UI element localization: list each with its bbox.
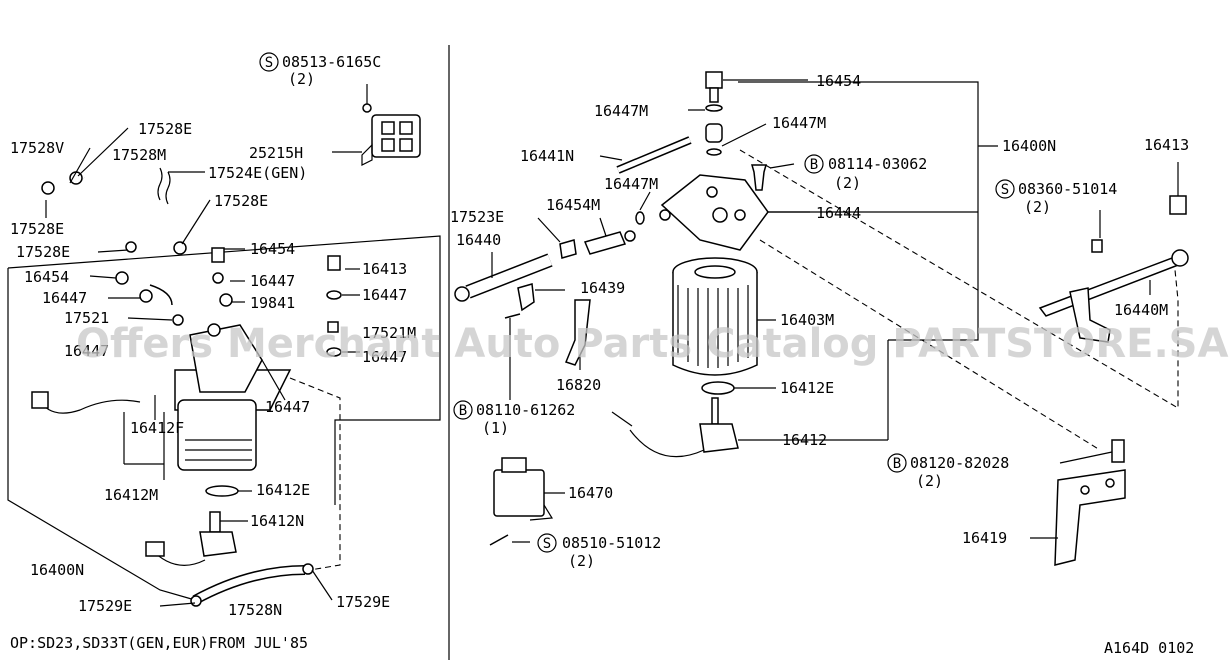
leader-lines-left: [45, 127, 362, 607]
label-08510-51012: 08510-51012: [562, 534, 661, 552]
badge-b-08114: B: [804, 154, 824, 174]
label-16413-left: 16413: [362, 260, 407, 278]
svg-text:B: B: [810, 157, 818, 173]
label-16447-left-1: 16447: [250, 272, 295, 290]
label-16440: 16440: [456, 231, 501, 249]
label-16400n-right: 16400N: [1002, 137, 1056, 155]
label-16412e-right: 16412E: [780, 379, 834, 397]
label-16412f: 16412F: [130, 419, 184, 437]
connector-bottom: [145, 541, 165, 557]
svg-text:S: S: [265, 55, 273, 71]
svg-text:S: S: [543, 536, 551, 552]
label-16447m-1: 16447M: [594, 102, 648, 120]
bracket-16820: [565, 299, 591, 366]
label-16412m: 16412M: [104, 486, 158, 504]
label-17528e-4: 17528E: [16, 243, 70, 261]
label-16403m: 16403M: [780, 311, 834, 329]
fuel-filter-left: [174, 247, 292, 557]
label-17528m: 17528M: [112, 146, 166, 164]
dashed-guides-right: [739, 149, 1179, 451]
bracket-16419: [1054, 439, 1126, 566]
fitting-16454m: [559, 211, 645, 259]
label-17529e-1: 17529E: [78, 597, 132, 615]
oring-16412e-right: [701, 381, 735, 395]
label-19841: 19841: [250, 294, 295, 312]
label-16470: 16470: [568, 484, 613, 502]
label-17521m: 17521M: [362, 324, 416, 342]
bolt-16454: [705, 71, 723, 156]
fittings-left: [115, 255, 342, 571]
label-08513-qty: (2): [288, 70, 315, 88]
bolt-08114: [751, 164, 767, 191]
hose-17528m: [41, 167, 187, 255]
label-16419: 16419: [962, 529, 1007, 547]
badge-s-08360: S: [995, 179, 1015, 199]
label-08360-51014: 08360-51014: [1018, 180, 1117, 198]
label-25215h: 25215H: [249, 144, 303, 162]
label-16447-left-3: 16447: [362, 286, 407, 304]
label-08510-qty: (2): [568, 552, 595, 570]
label-16439: 16439: [580, 279, 625, 297]
label-08114-03062: 08114-03062: [828, 155, 927, 173]
label-17528n: 17528N: [228, 601, 282, 619]
badge-b-08120: B: [887, 453, 907, 473]
leader-lines-right: [491, 79, 1179, 543]
filter-head-16444: [659, 174, 769, 251]
sensor-16412: [629, 397, 739, 458]
diagram-code: A164D 0102: [1104, 639, 1194, 657]
clamp-16439: [517, 283, 535, 312]
svg-text:B: B: [459, 403, 467, 419]
label-16444: 16444: [816, 204, 861, 222]
badge-s-08513: S: [259, 52, 279, 72]
label-17529e-2: 17529E: [336, 593, 390, 611]
label-08110-61262: 08110-61262: [476, 401, 575, 419]
label-16454-right: 16454: [816, 72, 861, 90]
label-08120-qty: (2): [916, 472, 943, 490]
relay-16470: [489, 457, 554, 546]
label-17523e: 17523E: [450, 208, 504, 226]
label-08110-qty: (1): [482, 419, 509, 437]
label-16447m-3: 16447M: [604, 175, 658, 193]
label-16412e-left: 16412E: [256, 481, 310, 499]
badge-s-08510: S: [537, 533, 557, 553]
label-17528v: 17528V: [10, 139, 64, 157]
svg-text:B: B: [893, 456, 901, 472]
label-16820: 16820: [556, 376, 601, 394]
label-16454-left-1: 16454: [250, 240, 295, 258]
label-16447m-2: 16447M: [772, 114, 826, 132]
watermark: Offers Merchant Auto Parts Catalog PARTS…: [76, 321, 1228, 367]
label-17528e-3: 17528E: [10, 220, 64, 238]
label-16441n: 16441N: [520, 147, 574, 165]
label-16413-right: 16413: [1144, 136, 1189, 154]
label-16447-left-6: 16447: [265, 398, 310, 416]
label-16454m: 16454M: [546, 196, 600, 214]
label-08513-6165c: 08513-6165C: [282, 53, 381, 71]
footer-note: OP:SD23,SD33T(GEN,EUR)FROM JUL'85: [10, 634, 308, 652]
left-assembly-frame: [7, 235, 441, 601]
label-17524e-gen: 17524E(GEN): [208, 164, 307, 182]
label-08360-qty: (2): [1024, 198, 1051, 216]
label-16447-left-4: 16447: [64, 342, 109, 360]
label-16454-left-2: 16454: [24, 268, 69, 286]
relay-25215h: [361, 84, 421, 166]
label-16440m: 16440M: [1114, 301, 1168, 319]
label-16447-left-5: 16447: [362, 348, 407, 366]
label-17528e-2: 17528E: [214, 192, 268, 210]
connector-left: [31, 391, 49, 409]
label-08120-82028: 08120-82028: [910, 454, 1009, 472]
label-16400n-left: 16400N: [30, 561, 84, 579]
label-17521: 17521: [64, 309, 109, 327]
label-16412n: 16412N: [250, 512, 304, 530]
label-16412: 16412: [782, 431, 827, 449]
label-16447-left-2: 16447: [42, 289, 87, 307]
label-17528e-1: 17528E: [138, 120, 192, 138]
badge-b-08110: B: [453, 400, 473, 420]
filter-cartridge-16403m: [672, 257, 758, 376]
label-08114-qty: (2): [834, 174, 861, 192]
svg-text:S: S: [1001, 182, 1009, 198]
